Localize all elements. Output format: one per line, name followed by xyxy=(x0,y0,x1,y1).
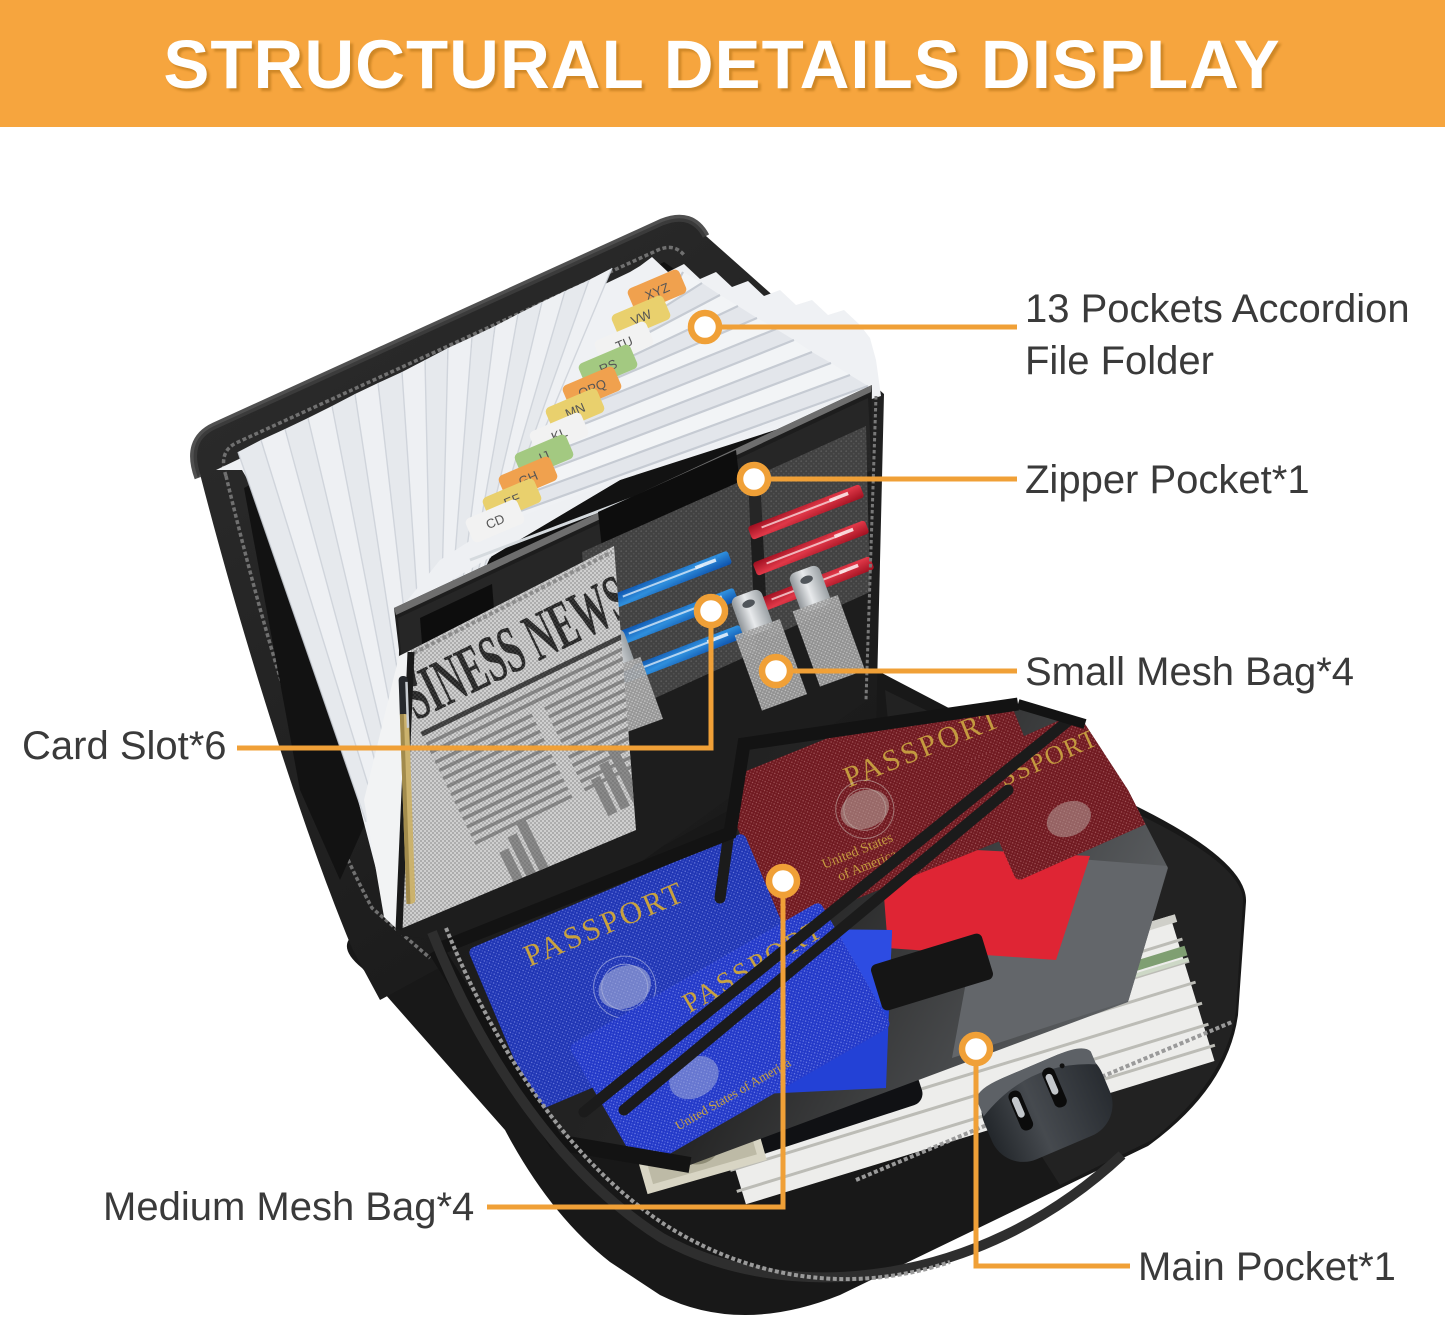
svg-text:Zipper Pocket*1: Zipper Pocket*1 xyxy=(1025,458,1310,502)
svg-text:13 Pockets Accordion: 13 Pockets Accordion xyxy=(1025,287,1410,331)
svg-text:Small Mesh Bag*4: Small Mesh Bag*4 xyxy=(1025,650,1354,694)
svg-text:STRUCTURAL DETAILS DISPLAY: STRUCTURAL DETAILS DISPLAY xyxy=(163,26,1280,103)
svg-text:File Folder: File Folder xyxy=(1025,339,1214,383)
svg-text:Medium Mesh Bag*4: Medium Mesh Bag*4 xyxy=(103,1185,474,1229)
svg-text:Main Pocket*1: Main Pocket*1 xyxy=(1138,1245,1396,1289)
svg-text:CD: CD xyxy=(484,511,507,532)
svg-text:Card Slot*6: Card Slot*6 xyxy=(22,724,227,768)
